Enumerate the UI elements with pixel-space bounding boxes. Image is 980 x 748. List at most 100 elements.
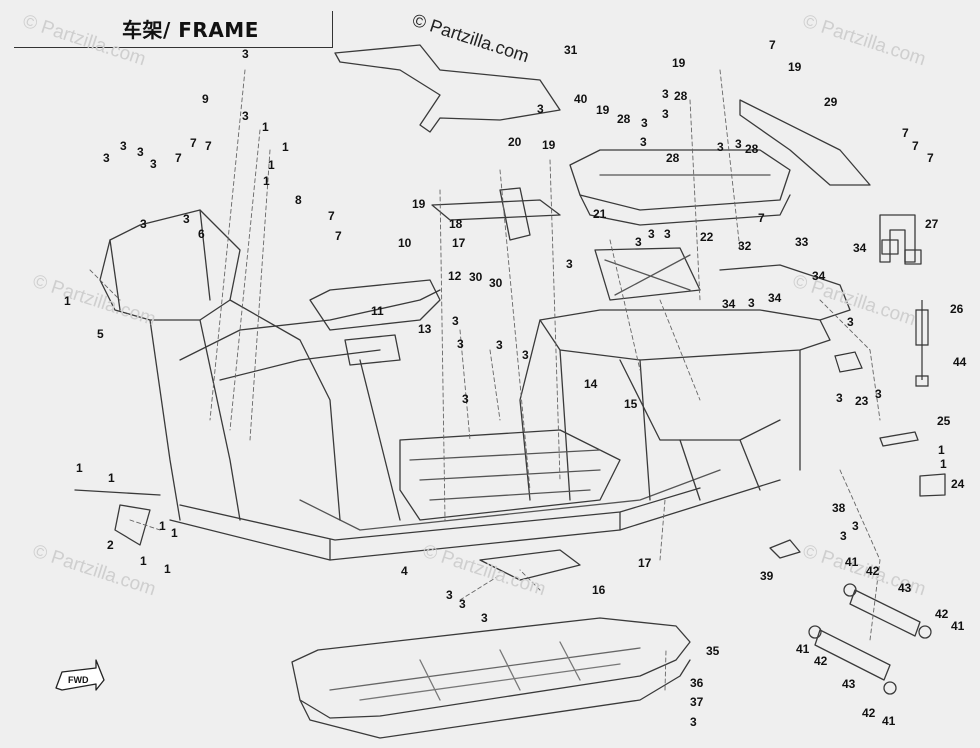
callout-label: 17 [452, 236, 466, 250]
callout-label: 29 [824, 95, 838, 109]
callout-label: 38 [832, 501, 846, 515]
callout-label: 7 [175, 151, 182, 165]
callout-label: 10 [398, 236, 412, 250]
callout-label: 3 [836, 391, 843, 405]
callout-label: 3 [462, 392, 469, 406]
callout-label: 23 [855, 394, 869, 408]
callout-label: 3 [496, 338, 503, 352]
callout-label: 3 [852, 519, 859, 533]
callout-label: 24 [951, 477, 965, 491]
callout-label: 3 [150, 157, 157, 171]
callout-label: 41 [796, 642, 810, 656]
callout-label: 42 [814, 654, 828, 668]
callout-label: 3 [748, 296, 755, 310]
callout-label: 41 [845, 555, 859, 569]
callout-label: 30 [469, 270, 483, 284]
callout-label: 3 [662, 87, 669, 101]
callout-label: 3 [635, 235, 642, 249]
callout-label: 37 [690, 695, 704, 709]
callout-label: 1 [268, 158, 275, 172]
callout-label: 28 [617, 112, 631, 126]
callout-label: 3 [522, 348, 529, 362]
callout-label: 3 [664, 227, 671, 241]
callout-label: 3 [446, 588, 453, 602]
callout-label: 7 [902, 126, 909, 140]
callout-label: 7 [927, 151, 934, 165]
callout-label: 7 [758, 211, 765, 225]
callout-label: 43 [842, 677, 856, 691]
callout-label: 3 [452, 314, 459, 328]
callout-label: 3 [140, 217, 147, 231]
callout-label: 36 [690, 676, 704, 690]
callout-label: 3 [847, 315, 854, 329]
callout-label: 22 [700, 230, 714, 244]
callout-label: 25 [937, 414, 951, 428]
callout-label: 41 [951, 619, 965, 633]
callout-label: 6 [198, 227, 205, 241]
callout-label: 1 [159, 519, 166, 533]
callout-label: 20 [508, 135, 522, 149]
callout-label: 3 [459, 597, 466, 611]
callout-label: 28 [674, 89, 688, 103]
callout-label: 3 [717, 140, 724, 154]
callout-label: 18 [449, 217, 463, 231]
callout-label: 42 [935, 607, 949, 621]
callout-label: 3 [537, 102, 544, 116]
callout-label: 17 [638, 556, 652, 570]
callout-label: 42 [862, 706, 876, 720]
page-title: 车架/ FRAME [122, 18, 259, 42]
callout-label: 27 [925, 217, 939, 231]
callout-label: 7 [912, 139, 919, 153]
callout-label: 32 [738, 239, 752, 253]
callout-label: 7 [190, 136, 197, 150]
callout-label: 7 [328, 209, 335, 223]
callout-label: 34 [853, 241, 867, 255]
callout-label: 3 [641, 116, 648, 130]
callout-label: 16 [592, 583, 606, 597]
callout-label: 19 [412, 197, 426, 211]
callout-label: 1 [171, 526, 178, 540]
callout-label: 13 [418, 322, 432, 336]
callout-label: 3 [183, 212, 190, 226]
callout-label: 3 [120, 139, 127, 153]
callout-label: 7 [205, 139, 212, 153]
callout-label: 19 [672, 56, 686, 70]
callout-label: 28 [666, 151, 680, 165]
callout-label: 4 [401, 564, 408, 578]
callout-label: 3 [566, 257, 573, 271]
callout-label: 3 [875, 387, 882, 401]
callout-label: 3 [648, 227, 655, 241]
callout-label: 1 [262, 120, 269, 134]
callout-label: 35 [706, 644, 720, 658]
callout-label: 3 [735, 137, 742, 151]
callout-label: 11 [371, 304, 384, 318]
callout-label: 9 [202, 92, 209, 106]
callout-label: 8 [295, 193, 302, 207]
callout-label: 7 [335, 229, 342, 243]
callout-label: 3 [137, 145, 144, 159]
callout-label: 3 [481, 611, 488, 625]
callout-label: 19 [542, 138, 556, 152]
callout-label: 19 [596, 103, 610, 117]
callout-label: 42 [866, 564, 880, 578]
callout-label: 3 [640, 135, 647, 149]
callout-label: 2 [107, 538, 114, 552]
callout-label: 1 [164, 562, 171, 576]
callout-label: 41 [882, 714, 896, 728]
callout-label: 15 [624, 397, 638, 411]
callout-label: 3 [457, 337, 464, 351]
callout-label: 40 [574, 92, 588, 106]
callout-label: 44 [953, 355, 967, 369]
callout-label: 1 [76, 461, 83, 475]
callout-label: 34 [768, 291, 782, 305]
callout-label: 31 [564, 43, 578, 57]
callout-label: 3 [662, 107, 669, 121]
callout-label: 3 [690, 715, 697, 729]
callout-label: 34 [812, 269, 826, 283]
callout-label: 43 [898, 581, 912, 595]
callout-label: 34 [722, 297, 736, 311]
callout-label: 1 [140, 554, 147, 568]
callout-label: 39 [760, 569, 774, 583]
